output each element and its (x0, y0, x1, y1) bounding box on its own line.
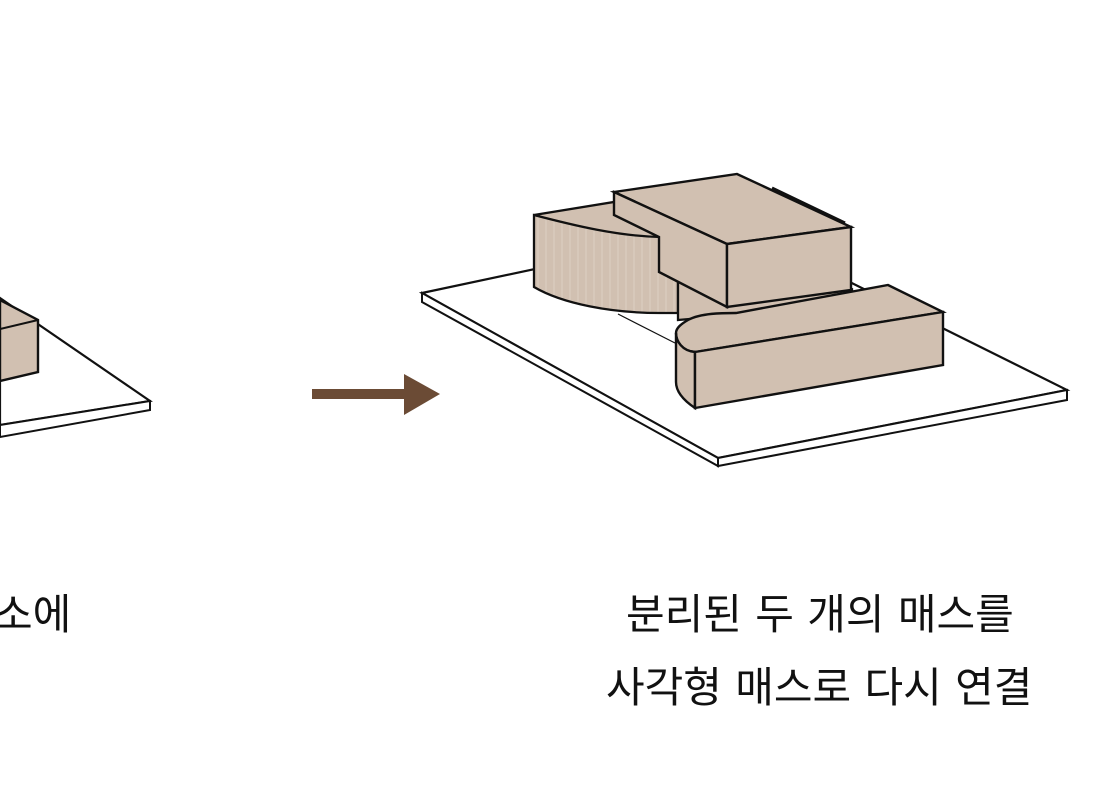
transition-arrow (312, 374, 440, 415)
right-base-plate-right-edge (717, 388, 1068, 468)
arrow-head (404, 374, 440, 415)
left-model (0, 296, 153, 439)
right-model (418, 172, 1071, 468)
arrow-shaft (312, 389, 406, 399)
right-caption-line-1: 분리된 두 개의 매스를 (626, 590, 1014, 639)
upper-rectangular-mass-right (725, 225, 853, 309)
front-rounded-mass-right (693, 310, 945, 410)
upper-mass-back-edge (771, 186, 846, 225)
left-caption: 소에 (0, 590, 72, 639)
right-caption-line-2: 사각형 매스로 다시 연결 (606, 663, 1033, 712)
left-mass-block (0, 298, 40, 383)
base-inner-line (617, 313, 676, 344)
left-mass-edge (0, 319, 39, 330)
left-base-plate-edge (0, 399, 151, 439)
